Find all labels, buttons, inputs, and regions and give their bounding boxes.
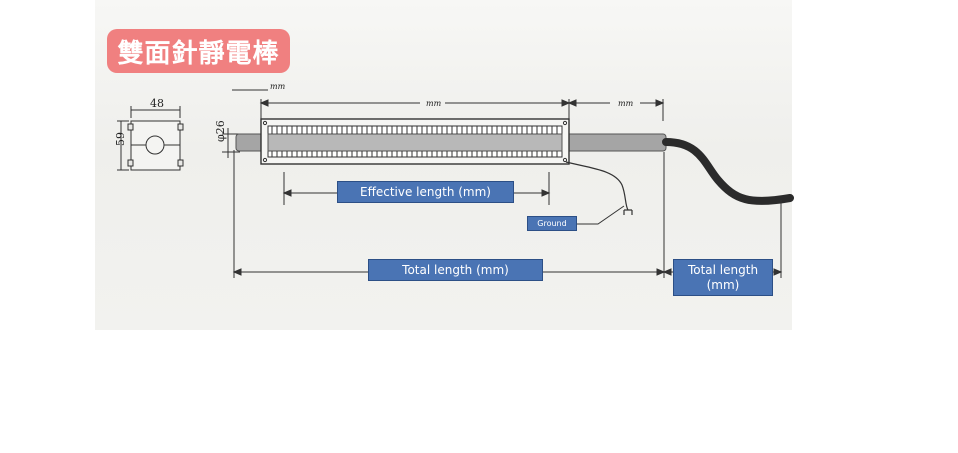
ground-wire — [565, 161, 629, 211]
unit-a: mm — [426, 99, 442, 108]
product-title: 雙面針靜電棒 — [107, 29, 290, 73]
ground-leader-line — [577, 205, 625, 225]
static-bar — [235, 118, 667, 165]
end-view — [117, 106, 184, 171]
needle-rows — [271, 126, 558, 157]
ground-terminal-icon — [623, 209, 633, 215]
end-view-rod-circle — [145, 135, 165, 155]
total-length-bar-label: Total length (mm) — [368, 259, 543, 281]
power-cable — [662, 138, 794, 205]
unit-b: mm — [618, 99, 634, 108]
top-dimension-lines — [232, 89, 665, 121]
effective-length-dimension — [282, 172, 551, 205]
ground-label: Ground — [527, 216, 577, 231]
effective-length-label: Effective length (mm) — [337, 181, 514, 203]
diameter-label: φ26 — [214, 120, 227, 142]
top-unit: mm — [270, 82, 286, 91]
total-length-dimension — [232, 150, 783, 278]
height-dimension: 59 — [114, 132, 127, 146]
bar-core — [267, 133, 563, 152]
width-dimension: 48 — [150, 97, 164, 110]
total-length-cable-label: Total length (mm) — [673, 259, 773, 296]
